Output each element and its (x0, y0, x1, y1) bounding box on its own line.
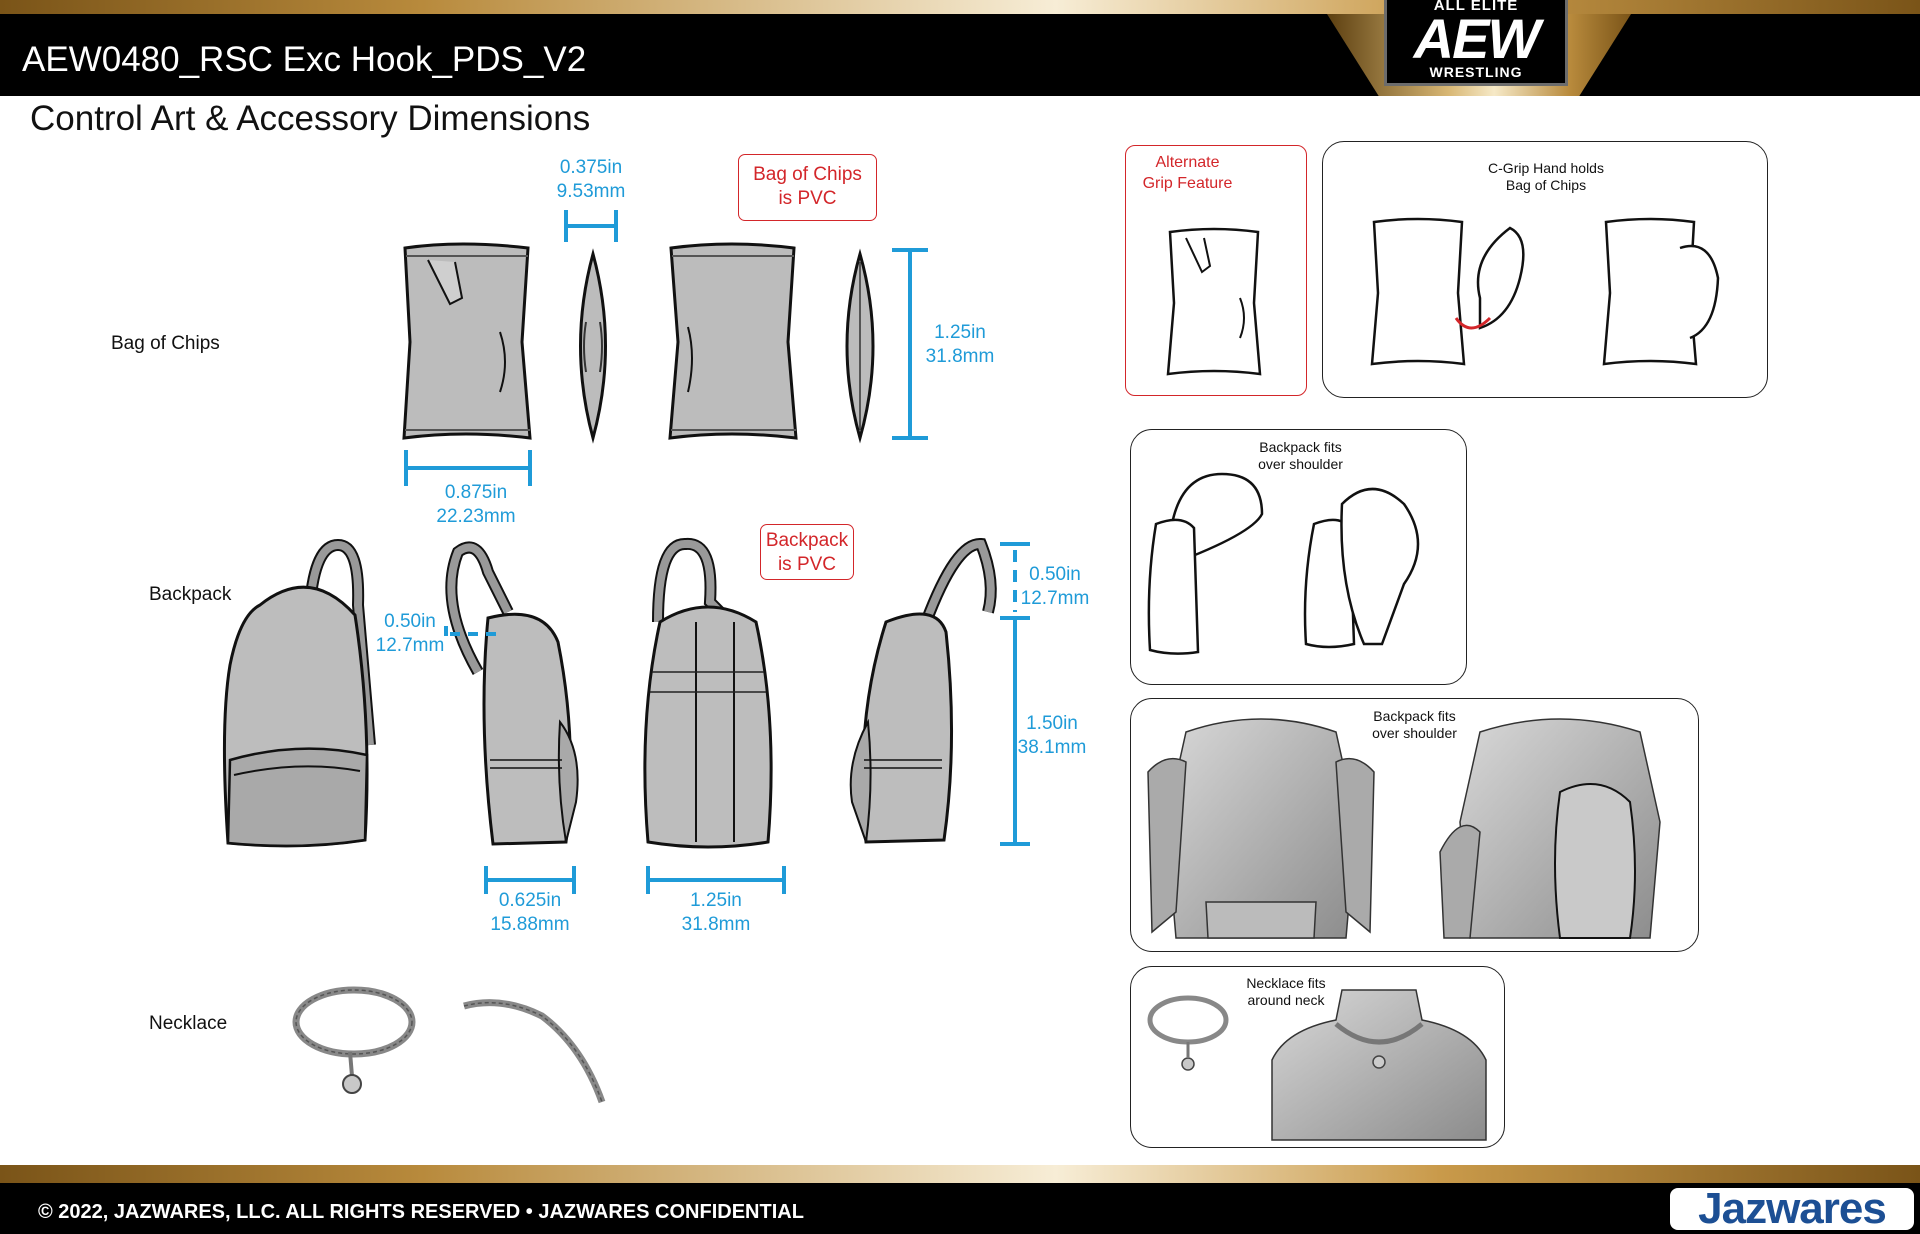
chips-depth-dimension-line (564, 210, 618, 242)
bp-strap-side-in: 0.50in (384, 611, 436, 632)
chips-depth-dim: 0.375in 9.53mm (548, 156, 634, 204)
chips-material-line1: Bag of Chips (753, 164, 862, 185)
chips-width-dimension-line (404, 450, 532, 486)
jazwares-logo: Jazwares (1670, 1187, 1914, 1231)
bp-height-dim: 1.50in 38.1mm (1012, 712, 1092, 760)
chips-depth-in: 0.375in (559, 157, 623, 178)
footer-gold-stripe (0, 1165, 1920, 1183)
chips-depth-mm: 9.53mm (556, 181, 626, 202)
bp-strap-side-mm: 12.7mm (375, 635, 445, 656)
backpack-fit-illustration-1 (1147, 472, 1420, 655)
alt-grip-chips-illustration (1166, 227, 1262, 376)
backpack-fit-caption-1: Backpack fits over shoulder (1248, 439, 1353, 473)
chips-width-in: 0.875in (444, 482, 508, 503)
backpack-material-line1: Backpack (765, 530, 849, 551)
chips-height-mm: 31.8mm (925, 346, 995, 367)
backpack-side-illustration (445, 541, 579, 846)
chips-side-illustration (579, 248, 607, 444)
backpack-fit-1-line1: Backpack fits (1259, 439, 1342, 455)
bp-strap-side-dimension-line (444, 626, 502, 642)
c-grip-line2: Bag of Chips (1505, 177, 1587, 193)
bp-strap-top-in: 0.50in (1029, 564, 1081, 585)
chips-back-illustration (668, 242, 798, 440)
bp-width-dimension-line (646, 866, 786, 894)
chips-material-note: Bag of Chips is PVC (738, 154, 877, 221)
bp-height-in: 1.50in (1026, 713, 1078, 734)
bp-strap-top-dim: 0.50in 12.7mm (1020, 563, 1090, 611)
chips-height-dimension-line (892, 248, 928, 440)
c-grip-caption: C-Grip Hand holds Bag of Chips (1466, 160, 1626, 194)
backpack-front-illustration (222, 538, 376, 848)
backpack-fit-2-line2: over shoulder (1372, 725, 1457, 741)
chips-front-illustration (402, 242, 532, 440)
section-title: Control Art & Accessory Dimensions (30, 99, 591, 138)
logo-main-text: AEW (1413, 7, 1541, 70)
chips-side2-illustration (845, 248, 875, 444)
bp-width-in: 1.25in (690, 890, 742, 911)
bp-strap-top-mm: 12.7mm (1020, 588, 1090, 609)
necklace-front-illustration (292, 986, 416, 1094)
chips-height-dim: 1.25in 31.8mm (920, 321, 1000, 369)
chips-width-mm: 22.23mm (436, 506, 516, 527)
row-label-chips: Bag of Chips (111, 333, 220, 354)
necklace-fit-line1: Necklace fits (1246, 975, 1326, 991)
backpack-fit-1-line2: over shoulder (1258, 456, 1343, 472)
bp-depth-dim: 0.625in 15.88mm (480, 889, 580, 937)
backpack-back-illustration (643, 538, 773, 849)
backpack-fit-2-line1: Backpack fits (1373, 708, 1456, 724)
bp-width-dim: 1.25in 31.8mm (668, 889, 764, 937)
necklace-fit-line2: around neck (1247, 992, 1325, 1008)
backpack-fit-caption-2: Backpack fits over shoulder (1362, 708, 1467, 742)
header-gold-stripe (0, 0, 1920, 14)
c-grip-illustration (1370, 217, 1720, 366)
bp-depth-mm: 15.88mm (490, 914, 570, 935)
bp-depth-dimension-line (484, 866, 576, 894)
logo-bottom-text: WRESTLING (1429, 64, 1523, 80)
backpack-material-line2: is PVC (777, 554, 837, 575)
row-label-necklace: Necklace (149, 1013, 228, 1034)
logo-top-text: ALL ELITE (1433, 0, 1519, 14)
alt-grip-line2: Grip Feature (1142, 175, 1233, 192)
copyright-text: © 2022, JAZWARES, LLC. ALL RIGHTS RESERV… (38, 1201, 804, 1223)
backpack-side2-illustration (849, 538, 997, 844)
c-grip-line1: C-Grip Hand holds (1488, 160, 1604, 176)
necklace-fit-small-illustration (1147, 995, 1229, 1071)
chips-width-dim: 0.875in 22.23mm (420, 481, 532, 529)
aew-logo: ALL ELITE AEW WRESTLING (1384, 0, 1568, 86)
alt-grip-caption: Alternate Grip Feature (1130, 152, 1245, 194)
necklace-fit-caption: Necklace fits around neck (1236, 975, 1336, 1009)
bp-depth-in: 0.625in (498, 890, 562, 911)
bp-strap-side-dim: 0.50in 12.7mm (370, 610, 450, 658)
bp-height-mm: 38.1mm (1017, 737, 1087, 758)
figure-chest-necklace-illustration (1271, 989, 1487, 1141)
backpack-material-note: Backpack is PVC (760, 524, 854, 580)
document-title: AEW0480_RSC Exc Hook_PDS_V2 (22, 40, 587, 79)
necklace-side-illustration (463, 999, 606, 1104)
figure-torso-front-illustration (1147, 718, 1375, 939)
chips-height-in: 1.25in (934, 322, 986, 343)
row-label-backpack: Backpack (149, 584, 232, 605)
bp-height-dimension-line (1000, 542, 1030, 846)
bp-width-mm: 31.8mm (681, 914, 751, 935)
alt-grip-line1: Alternate (1155, 154, 1220, 171)
chips-material-line2: is PVC (778, 188, 837, 209)
footer-bar (0, 1183, 1920, 1234)
figure-back-illustration (1439, 718, 1661, 939)
